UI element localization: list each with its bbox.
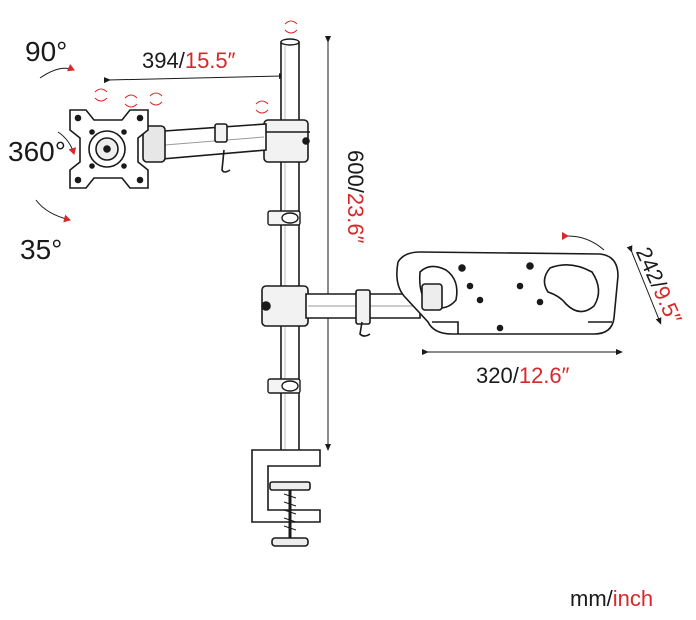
tray-width-inch: 12.6″	[518, 363, 570, 388]
units-inch: inch	[612, 586, 654, 611]
arm-length-dimension-line	[103, 73, 286, 84]
tray-depth-dimension-line	[626, 245, 662, 325]
desk-clamp	[251, 449, 321, 547]
swivel-angle-label: 35°	[20, 234, 63, 265]
swivel-arrow-icon	[35, 199, 71, 223]
tray-rotate-arrow-icon	[561, 231, 605, 251]
cable-clip	[267, 210, 301, 394]
arm-length-inch: 15.5″	[184, 48, 236, 73]
tray-width-mm: 320/	[476, 363, 519, 388]
laptop-arm	[261, 285, 421, 337]
tilt-arrow-icon	[39, 63, 75, 79]
monitor-arm	[142, 119, 310, 173]
arm-length-mm: 394/	[142, 48, 185, 73]
arm-length-label: 394/15.5″	[142, 50, 235, 72]
pole-height-label: 600/23.6″	[343, 150, 368, 244]
vesa-plate	[69, 109, 149, 189]
tilt-angle-label: 90°	[25, 36, 68, 67]
pole-height-inch: 23.6″	[343, 192, 368, 244]
units-mm: mm/	[570, 586, 613, 611]
laptop-tray	[396, 251, 619, 335]
units-legend: mm/inch	[570, 588, 653, 610]
rotate-arrow-icon	[57, 131, 77, 155]
rotate-angle-label: 360°	[8, 136, 66, 167]
pole-height-mm: 600/	[343, 150, 368, 193]
rotation-glyph-icon	[94, 20, 298, 114]
tray-width-label: 320/12.6″	[476, 365, 569, 387]
